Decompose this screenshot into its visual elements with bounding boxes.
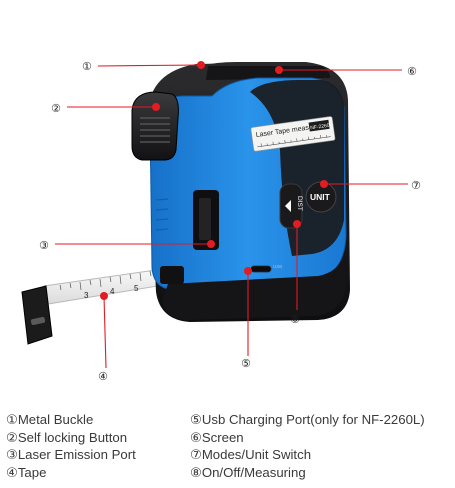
legend: ①Metal Buckle ②Self locking Button ③Lase… bbox=[0, 411, 455, 483]
callout-dot bbox=[320, 180, 328, 188]
callout-dot bbox=[293, 220, 301, 228]
tape-mark: 5 bbox=[134, 284, 139, 293]
callout-dot bbox=[275, 66, 283, 74]
tape-mark: 4 bbox=[110, 287, 115, 296]
legend-item-screen: ⑥Screen bbox=[190, 429, 244, 445]
callout-number-3: ③ bbox=[39, 239, 49, 252]
self-locking-button[interactable] bbox=[131, 91, 179, 161]
legend-item-modes-unit-switch: ⑦Modes/Unit Switch bbox=[190, 447, 312, 462]
tape-mark: 3 bbox=[84, 291, 89, 300]
legend-item-usb-charging-port: ⑤Usb Charging Port(only for NF-2260L) bbox=[190, 412, 425, 427]
legend-item-self-locking-button: ②Self locking Button bbox=[6, 429, 128, 445]
callouts bbox=[55, 64, 408, 369]
tape-measure-diagram: 3 4 5 6 Laser Ta bbox=[21, 60, 421, 383]
callout-dot bbox=[244, 267, 252, 275]
triangle-left-icon bbox=[285, 200, 291, 212]
callout-dot bbox=[207, 240, 215, 248]
legend-right-column: ⑤Usb Charging Port(only for NF-2260L) ⑥S… bbox=[190, 411, 425, 481]
callout-number-5: ⑤ bbox=[241, 357, 251, 370]
legend-item-on-off-measuring: ⑧On/Off/Measuring bbox=[190, 464, 306, 480]
callout-number-6: ⑥ bbox=[407, 65, 417, 78]
legend-item-metal-buckle: ①Metal Buckle bbox=[6, 412, 94, 427]
callout-dots bbox=[100, 61, 328, 300]
dist-button[interactable]: DIST bbox=[279, 183, 303, 229]
callout-number-2: ② bbox=[51, 102, 61, 115]
usb-label: USB bbox=[273, 264, 282, 269]
metal-hook bbox=[21, 285, 53, 345]
legend-item-tape: ④Tape bbox=[6, 464, 47, 480]
callout-dot bbox=[152, 103, 160, 111]
callout-number-7: ⑦ bbox=[411, 179, 421, 192]
unit-label: UNIT bbox=[310, 192, 331, 202]
screen: Laser Tape measure NF-2260 bbox=[250, 116, 336, 152]
callout-number-8: ⑧ bbox=[290, 313, 300, 326]
callout-number-4: ④ bbox=[98, 370, 108, 383]
dist-label: DIST bbox=[296, 196, 303, 211]
callout-numbers: ① ② ③ ④ ⑤ ⑥ ⑦ ⑧ bbox=[39, 60, 421, 383]
screen-tag: NF-2260 bbox=[310, 123, 330, 132]
legend-left-column: ①Metal Buckle ②Self locking Button ③Lase… bbox=[6, 411, 136, 481]
callout-dot bbox=[197, 61, 205, 69]
legend-item-laser-emission-port: ③Laser Emission Port bbox=[6, 447, 136, 462]
callout-number-1: ① bbox=[82, 60, 92, 73]
callout-dot bbox=[100, 292, 108, 300]
